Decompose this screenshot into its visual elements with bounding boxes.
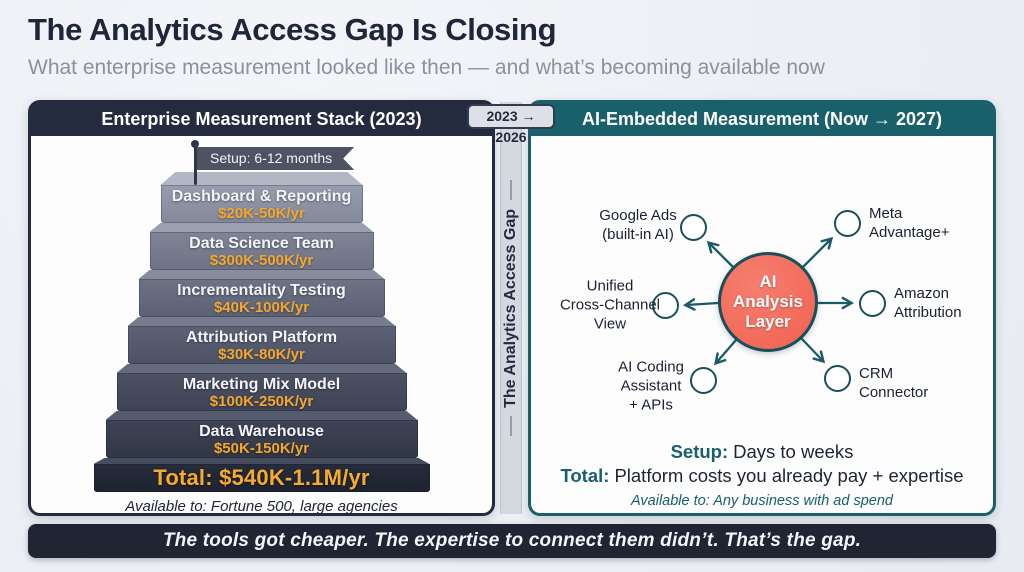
right-panel-header: AI-Embedded Measurement (Now → 2027) [531,103,993,136]
tier-name: Data Warehouse [199,423,324,440]
spoke-arrows [682,236,855,366]
footer-text: The tools got cheaper. The expertise to … [162,530,862,551]
tier-data-warehouse: Data Warehouse $50K-150K/yr [105,411,418,458]
node-unified-view [651,291,679,319]
cost-pyramid: Dashboard & Reporting $20K-50K/yr Data S… [31,136,492,515]
ai-embedded-panel: AI-Embedded Measurement (Now → 2027) [528,100,996,516]
tier-cost: $30K-80K/yr [218,346,305,363]
tier-name: Marketing Mix Model [182,376,341,393]
node-ai-coding [689,366,717,394]
node-amazon-attribution [858,289,886,317]
page-subtitle: What enterprise measurement looked like … [28,56,825,79]
tier-total-base: Total: $540K-1.1M/yr [93,458,430,492]
label-google-ads: Google Ads (built-in AI) [599,207,677,243]
tier-cost: $40K-100K/yr [213,299,310,316]
tier-name: Data Science Team [189,235,334,252]
setup-line: Setup:Days to weeks [670,441,854,462]
enterprise-stack-panel: Enterprise Measurement Stack (2023) Setu… [28,100,495,516]
setup-flag: Setup: 6-12 months [197,147,354,170]
left-panel-header: Enterprise Measurement Stack (2023) [31,103,492,136]
tier-data-science-team: Data Science Team $300K-500K/yr [149,223,374,270]
analytics-gap-divider: The Analytics Access Gap [500,102,522,514]
footer-bar: The tools got cheaper. The expertise to … [28,524,996,558]
tier-name: Incrementality Testing [177,282,346,299]
ai-analysis-hub: AI Analysis Layer [718,252,818,352]
total-cost: Total: $540K-1.1M/yr [153,465,370,490]
divider-dash-bottom [510,416,512,437]
label-ai-coding: AI Coding Assistant + APIs [618,358,684,414]
label-unified-view: Unified Cross-Channel View [559,277,661,333]
tier-cost: $300K-500K/yr [209,252,314,269]
tier-attribution-platform: Attribution Platform $30K-80K/yr [127,317,396,364]
label-meta-advantage: Meta Advantage+ [869,205,950,241]
tier-dashboard-reporting: Dashboard & Reporting $20K-50K/yr [160,172,363,223]
divider-dash-top [510,179,512,200]
timeline-badge: 2023 → 2026 [467,104,555,145]
node-crm-connector [823,364,851,392]
hub-spoke-area: AI Analysis Layer Google Ads (built-in A… [531,136,993,513]
tier-cost: $20K-50K/yr [218,205,305,222]
page-title: The Analytics Access Gap Is Closing [28,12,557,47]
left-availability-note: Available to: Fortune 500, large agencie… [125,498,398,515]
right-availability-note: Available to: Any business with ad spend [631,493,893,509]
tier-name: Dashboard & Reporting [171,188,352,205]
label-amazon-attribution: Amazon Attribution [894,285,962,321]
node-google-ads [679,213,707,241]
tier-name: Attribution Platform [185,329,338,346]
total-line: Total:Platform costs you already pay + e… [560,465,964,486]
pyramid-area: Setup: 6-12 months Dashboard & Reporting… [31,136,492,515]
tier-cost: $100K-250K/yr [209,393,314,410]
tier-cost: $50K-150K/yr [213,440,310,457]
label-crm-connector: CRM Connector [859,365,929,401]
tier-incrementality-testing: Incrementality Testing $40K-100K/yr [138,270,385,317]
flag-pole [194,143,197,185]
divider-vertical-label: The Analytics Access Gap [502,208,519,408]
node-meta-advantage [833,209,861,237]
tier-marketing-mix-model: Marketing Mix Model $100K-250K/yr [116,364,407,411]
